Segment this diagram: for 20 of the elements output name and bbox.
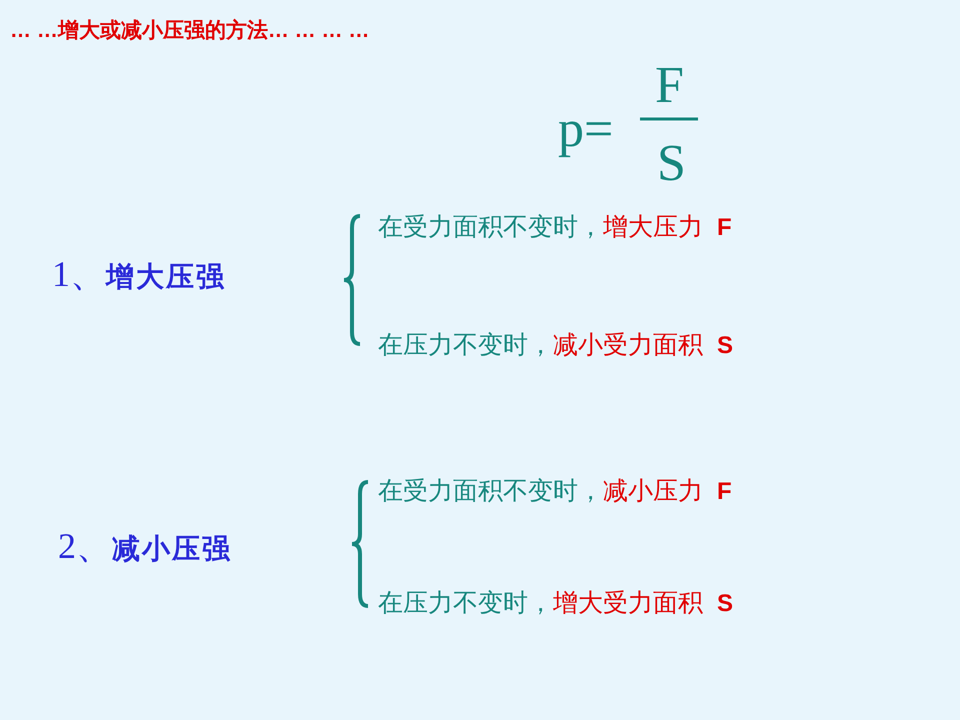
- symbol-letter: F: [717, 214, 732, 241]
- method-text: 减小压力: [603, 478, 703, 505]
- symbol-letter: S: [717, 332, 734, 359]
- method-text: 增大压力: [603, 214, 703, 241]
- numerator: F: [655, 57, 684, 114]
- list-number: 1、: [52, 254, 106, 294]
- formula-text: p=: [558, 101, 614, 158]
- denominator: S: [657, 135, 686, 192]
- condition-text: 在受力面积不变时，: [378, 478, 603, 505]
- symbol-letter: S: [717, 590, 734, 617]
- condition-text: 在受力面积不变时，: [378, 214, 603, 241]
- condition-text: 在压力不变时，: [378, 332, 553, 359]
- heading: 减小压强: [112, 532, 232, 565]
- method-text: 增大受力面积: [553, 590, 703, 617]
- method-text: 减小受力面积: [553, 332, 703, 359]
- symbol-letter: F: [717, 478, 732, 505]
- condition-text: 在压力不变时，: [378, 590, 553, 617]
- title: … …增大或减小压强的方法… … … …: [10, 18, 370, 44]
- heading: 增大压强: [106, 260, 226, 293]
- list-number: 2、: [58, 526, 112, 566]
